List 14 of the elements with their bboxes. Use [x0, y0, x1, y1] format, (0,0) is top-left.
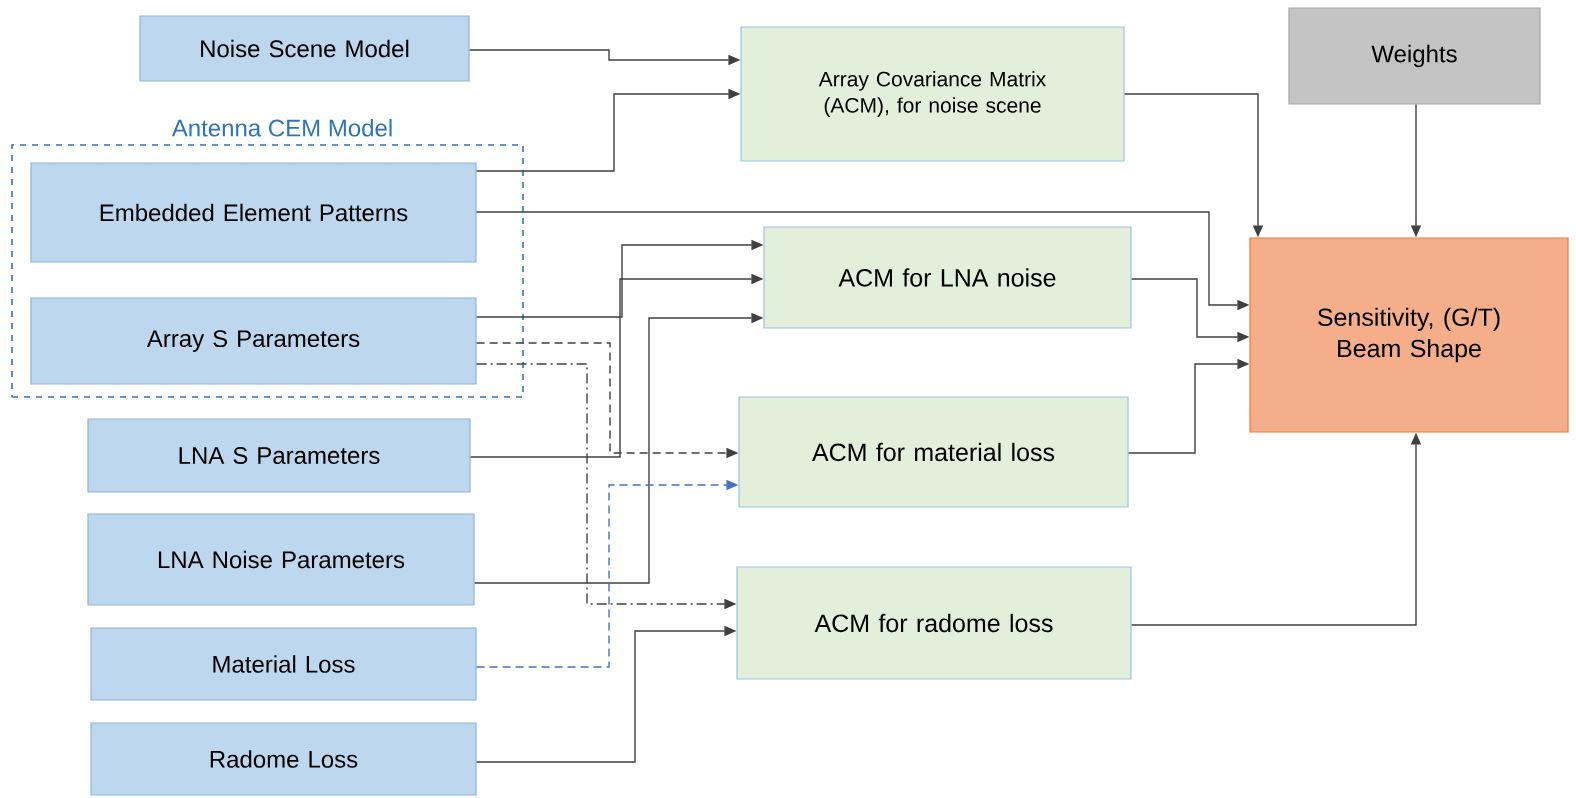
process-box: Embedded Element Patterns — [30, 162, 477, 263]
process-box: Weights — [1288, 7, 1541, 105]
process-box: Material Loss — [90, 627, 477, 701]
process-box: Noise Scene Model — [139, 15, 470, 82]
node-label: Antenna CEM Model — [171, 118, 392, 137]
process-box: LNA S Parameters — [87, 418, 471, 493]
process-box: Radome Loss — [90, 722, 477, 796]
process-box: LNA Noise Parameters — [87, 513, 475, 606]
process-box: ACM for radome loss — [736, 566, 1132, 680]
process-box: ACM for material loss — [738, 396, 1129, 508]
process-box: ACM for LNA noise — [763, 226, 1132, 329]
process-box: Array S Parameters — [30, 297, 477, 385]
process-box: Sensitivity, (G/T) Beam Shape — [1249, 237, 1569, 433]
process-box: Array Covariance Matrix (ACM), for noise scene — [740, 26, 1125, 162]
